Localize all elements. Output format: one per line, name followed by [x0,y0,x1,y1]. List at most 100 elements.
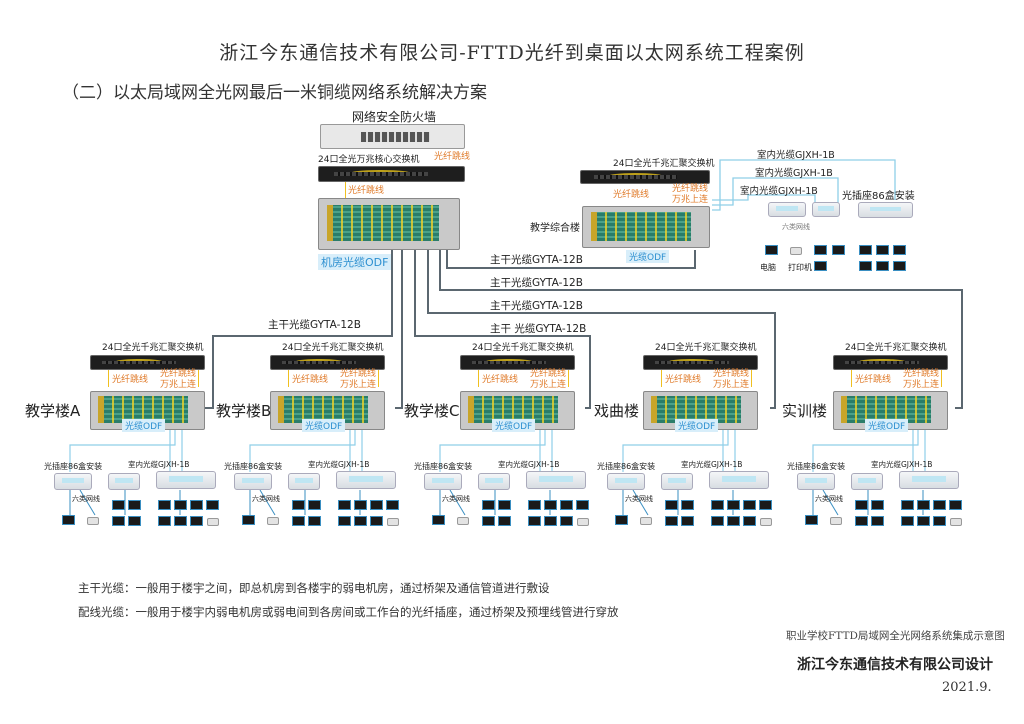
workstation-icon [386,500,399,510]
designer-company: 浙江今东通信技术有限公司设计 [797,657,993,673]
workstation-icon [855,516,868,526]
optical-socket [607,473,645,490]
complex-cat6-label: 六类网线 [782,223,810,231]
workstation-icon [528,500,541,510]
odf-label: 光缆ODF [492,419,536,432]
cat6-label: 六类网线 [625,495,653,503]
workstation-icon [174,516,187,526]
workstation-icon [370,516,383,526]
printer-icon [640,517,652,525]
workstation-icon [528,516,541,526]
workstation-icon [544,500,557,510]
odf-label: 光缆ODF [865,419,909,432]
workstation-icon [158,500,171,510]
complex-patch: 光纤跳线 [613,190,650,200]
workstation-icon [112,500,125,510]
workstation-icon [855,500,868,510]
workstation-icon [917,516,930,526]
page-title: 浙江今东通信技术有限公司-FTTD光纤到桌面以太网系统工程案例 [219,42,805,64]
computer-icon [432,515,445,525]
complex-building-label: 教学综合楼 [530,223,580,234]
printer-icon [87,517,99,525]
workstation-icon [292,500,305,510]
workstation-icon [308,500,321,510]
computer-icon [765,245,778,255]
workstation-icon [814,245,827,255]
workstation-icon [112,516,125,526]
optical-socket [851,473,883,490]
page-subtitle: （二）以太局域网全光网最后一米铜缆网络系统解决方案 [62,83,487,103]
cat6-label: 六类网线 [442,495,470,503]
patch-cord [345,182,346,198]
optical-socket [108,473,140,490]
workstation-icon [743,500,756,510]
patch-label: 光纤跳线 [112,375,149,385]
building-label: 教学楼B [216,402,272,420]
workstation-icon [832,245,845,255]
building-label: 实训楼 [782,402,828,420]
optical-socket [156,471,216,489]
computer-label: 电脑 [760,263,776,272]
socket-label: 光插座86盒安装 [787,462,846,471]
uplink-cord [568,370,569,387]
printer-icon [790,247,802,255]
workstation-icon [743,516,756,526]
patch-cord [288,370,289,387]
uplink-label-2: 万兆上连 [713,380,750,390]
indoor-distribution [812,430,926,516]
workstation-icon [190,516,203,526]
uplink-label-1: 光纤跳线 [903,369,940,379]
optical-socket [336,471,396,489]
indoor-cables-complex [712,159,896,211]
workstation-icon [560,516,573,526]
core-odf-label: 机房光缆ODF [318,254,392,270]
patch-label: 光纤跳线 [665,375,702,385]
complex-switch-device [580,170,710,184]
firewall-device [320,124,465,149]
workstation-icon [292,516,305,526]
uplink-cord [198,370,199,387]
trunk-label-c: 主干 光缆GYTA-12B [490,323,587,335]
odf-label: 光缆ODF [675,419,719,432]
complex-odf-device [582,206,710,248]
core-switch-device [318,166,465,182]
socket-label: 光插座86盒安装 [44,462,103,471]
patch-cord [108,370,109,387]
uplink-label-2: 万兆上连 [160,380,197,390]
trunk-to-complex [446,250,696,269]
agg-switch-label: 24口全光千兆汇聚交换机 [102,343,204,353]
uplink-label-1: 光纤跳线 [160,369,197,379]
computer-icon [805,515,818,525]
patch-cord [478,370,479,387]
building-label: 戏曲楼 [594,402,640,420]
workstation-icon [917,500,930,510]
indoor-cable-label: 室内光缆GJXH-1B [308,460,370,469]
printer-icon [760,518,772,526]
optical-socket [768,202,806,217]
workstation-icon [901,516,914,526]
workstation-icon [338,500,351,510]
optical-socket [54,473,92,490]
workstation-icon [727,500,740,510]
core-odf-device [318,198,460,250]
workstation-icon [871,500,884,510]
complex-uplink-2: 万兆上连 [672,195,709,205]
note-distribution: 配线光缆：一般用于楼宇内弱电机房或弱电间到各房间或工作台的光纤插座，通过桥架及预… [78,605,619,619]
uplink-label-2: 万兆上连 [530,380,567,390]
uplink-label-1: 光纤跳线 [340,369,377,379]
indoor-cable-label: 室内光缆GJXH-1B [681,460,743,469]
trunk-to-c [414,250,591,409]
patch-cord [851,370,852,387]
complex-odf-label: 光缆ODF [626,250,670,263]
optical-socket [812,202,840,217]
workstation-icon [876,261,889,271]
trunk-to-xiqu [427,250,776,409]
indoor-cable-label-3: 室内光缆GJXH-1B [740,186,818,197]
workstation-icon [665,500,678,510]
optical-socket [858,202,913,218]
printer-icon [830,517,842,525]
agg-switch-label: 24口全光千兆汇聚交换机 [655,343,757,353]
computer-icon [615,515,628,525]
optical-socket [234,473,272,490]
agg-switch-label: 24口全光千兆汇聚交换机 [472,343,574,353]
